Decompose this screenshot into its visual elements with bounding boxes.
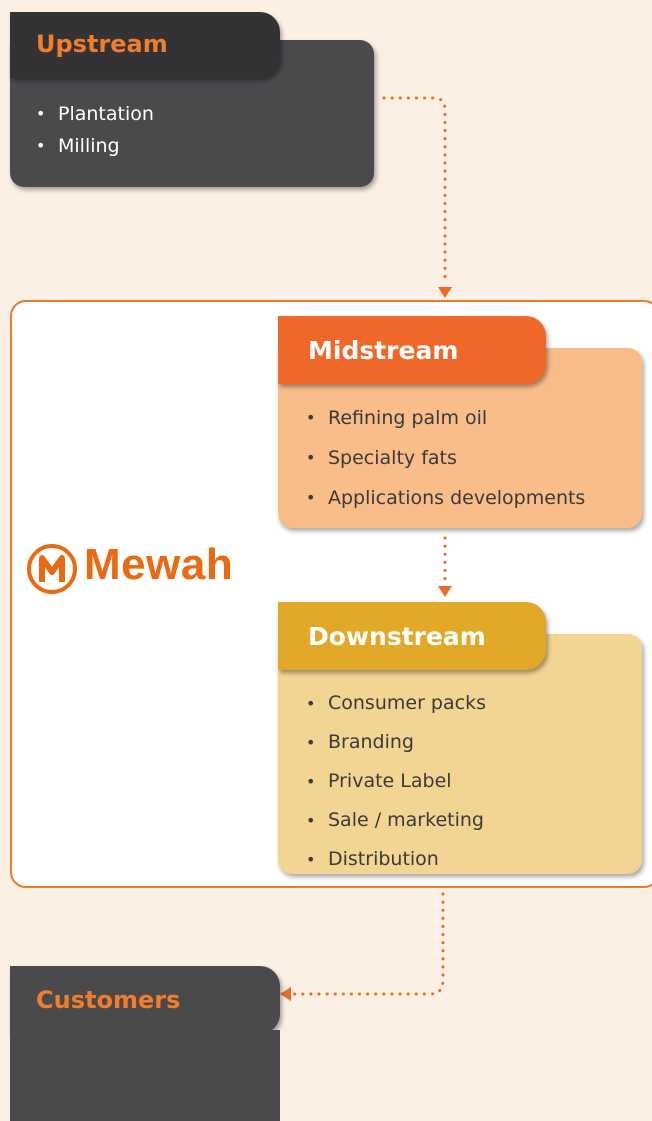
downstream-list: Consumer packs Branding Private Label Sa… <box>306 684 486 879</box>
list-item: Plantation <box>36 98 154 130</box>
mewah-emblem-icon <box>27 544 77 594</box>
customers-title: Customers <box>36 986 181 1014</box>
company-name: Mewah <box>84 540 234 589</box>
list-item: Private Label <box>306 762 486 801</box>
upstream-connector <box>382 96 447 282</box>
midstream-list: Refining palm oil Specialty fats Applica… <box>306 398 585 518</box>
arrow-left-icon <box>280 987 291 1001</box>
upstream-title: Upstream <box>36 30 168 58</box>
downstream-connector <box>292 892 445 996</box>
midstream-title: Midstream <box>308 336 459 365</box>
list-item: Applications developments <box>306 478 585 518</box>
downstream-title: Downstream <box>308 622 486 651</box>
list-item: Specialty fats <box>306 438 585 478</box>
downstream-tab <box>278 602 546 670</box>
arrow-down-icon <box>438 586 452 597</box>
upstream-list: Plantation Milling <box>36 98 154 162</box>
arrow-down-icon <box>438 287 452 298</box>
list-item: Refining palm oil <box>306 398 585 438</box>
list-item: Sale / marketing <box>306 801 486 840</box>
midstream-tab <box>278 316 546 384</box>
customers-tab <box>10 966 280 1034</box>
list-item: Branding <box>306 723 486 762</box>
list-item: Distribution <box>306 840 486 879</box>
list-item: Milling <box>36 130 154 162</box>
list-item: Consumer packs <box>306 684 486 723</box>
upstream-tab <box>10 12 280 78</box>
midstream-connector <box>443 536 447 588</box>
customers-panel-edge <box>10 1030 280 1121</box>
